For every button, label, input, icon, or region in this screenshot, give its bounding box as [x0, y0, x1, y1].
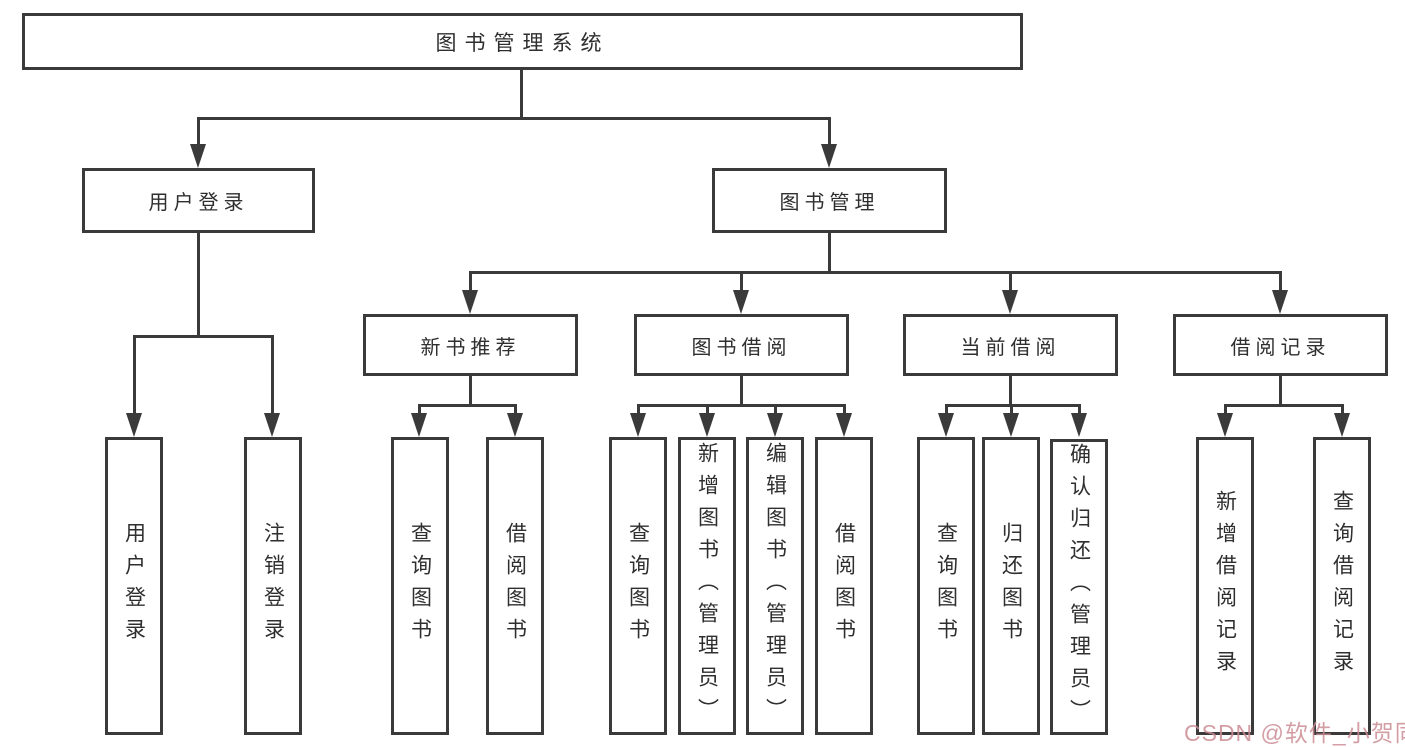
node-new-book-recommend: 新书推荐	[363, 314, 578, 376]
leaf-query-borrow-record: 查询借阅记录	[1313, 437, 1371, 735]
arrow-down-icon	[1071, 413, 1087, 437]
node-label: 图书借阅	[691, 336, 792, 359]
connector-line	[1279, 271, 1282, 292]
connector-line	[469, 271, 472, 292]
connector-line	[514, 404, 517, 415]
leaf-query-books-recommend: 查询图书	[391, 437, 449, 735]
connector-line	[1279, 376, 1282, 407]
leaf-borrow-books-recommend: 借阅图书	[486, 437, 544, 735]
node-label: 新增借阅记录	[1213, 490, 1237, 682]
node-label: 注销登录	[261, 522, 285, 650]
leaf-return-books: 归还图书	[982, 437, 1040, 735]
connector-line	[740, 271, 743, 292]
connector-line	[418, 404, 421, 415]
node-label: 借阅图书	[503, 522, 527, 650]
connector-line	[740, 376, 743, 407]
node-label: 编辑图书（管理员）	[763, 442, 787, 730]
csdn-watermark: CSDN @软件_小贺同学	[1184, 720, 1405, 746]
arrow-down-icon	[699, 413, 715, 437]
connector-line	[1010, 404, 1013, 415]
leaf-add-books-admin: 新增图书（管理员）	[678, 437, 736, 735]
connector-line	[774, 404, 777, 415]
arrow-down-icon	[733, 290, 749, 314]
leaf-edit-books-admin: 编辑图书（管理员）	[746, 437, 804, 735]
node-label: 图书管理系统	[435, 31, 610, 55]
connector-line	[1224, 404, 1343, 407]
arrow-down-icon	[462, 290, 478, 314]
node-label: 查询图书	[408, 522, 432, 650]
connector-line	[637, 404, 846, 407]
node-book-management: 图书管理	[712, 168, 947, 233]
connector-line	[133, 335, 274, 338]
node-label: 图书管理	[779, 192, 880, 214]
arrow-down-icon	[1272, 290, 1288, 314]
node-user-login: 用户登录	[82, 168, 315, 233]
arrow-down-icon	[190, 144, 206, 168]
arrow-down-icon	[836, 413, 852, 437]
node-borrow-records: 借阅记录	[1173, 314, 1388, 376]
arrow-down-icon	[938, 413, 954, 437]
node-label: 查询图书	[626, 522, 650, 650]
arrow-down-icon	[630, 413, 646, 437]
node-label: 查询图书	[934, 522, 958, 650]
leaf-query-books-current: 查询图书	[917, 437, 975, 735]
arrow-down-icon	[507, 413, 523, 437]
node-label: 借阅图书	[832, 522, 856, 650]
arrow-down-icon	[767, 413, 783, 437]
connector-line	[637, 404, 640, 415]
connector-line	[133, 335, 136, 415]
node-current-borrow: 当前借阅	[903, 314, 1118, 376]
connector-line	[520, 69, 523, 120]
node-book-borrow: 图书借阅	[634, 314, 849, 376]
connector-line	[843, 404, 846, 415]
node-label: 新书推荐	[420, 336, 521, 359]
leaf-user-login: 用户登录	[105, 437, 163, 735]
node-label: 归还图书	[999, 522, 1023, 650]
leaf-add-borrow-record: 新增借阅记录	[1196, 437, 1254, 735]
arrow-down-icon	[1334, 413, 1350, 437]
node-label: 确认归还（管理员）	[1067, 443, 1091, 731]
connector-line	[197, 117, 831, 120]
node-label: 用户登录	[148, 192, 249, 214]
node-root-library-system: 图书管理系统	[22, 13, 1023, 70]
leaf-logout: 注销登录	[244, 437, 302, 735]
connector-line	[1341, 404, 1344, 415]
connector-line	[706, 404, 709, 415]
connector-line	[469, 271, 1282, 274]
arrow-down-icon	[1003, 413, 1019, 437]
arrow-down-icon	[411, 413, 427, 437]
connector-line	[1009, 376, 1012, 407]
arrow-down-icon	[1002, 290, 1018, 314]
connector-line	[1078, 404, 1081, 415]
connector-line	[945, 404, 948, 415]
connector-line	[1009, 271, 1012, 292]
connector-line	[945, 404, 1081, 407]
connector-line	[469, 376, 472, 407]
connector-line	[197, 117, 200, 146]
connector-line	[828, 117, 831, 146]
leaf-query-books-borrow: 查询图书	[609, 437, 667, 735]
arrow-down-icon	[821, 144, 837, 168]
connector-line	[418, 404, 517, 407]
connector-line	[1224, 404, 1227, 415]
leaf-borrow-books: 借阅图书	[815, 437, 873, 735]
connector-line	[828, 233, 831, 274]
connector-line	[197, 233, 200, 337]
node-label: 用户登录	[122, 522, 146, 650]
node-label: 新增图书（管理员）	[695, 442, 719, 730]
node-label: 查询借阅记录	[1330, 490, 1354, 682]
arrow-down-icon	[1217, 413, 1233, 437]
arrow-down-icon	[126, 413, 142, 437]
connector-line	[271, 335, 274, 415]
node-label: 借阅记录	[1230, 336, 1331, 359]
node-label: 当前借阅	[960, 336, 1061, 359]
leaf-confirm-return-admin: 确认归还（管理员）	[1050, 439, 1108, 735]
arrow-down-icon	[264, 413, 280, 437]
